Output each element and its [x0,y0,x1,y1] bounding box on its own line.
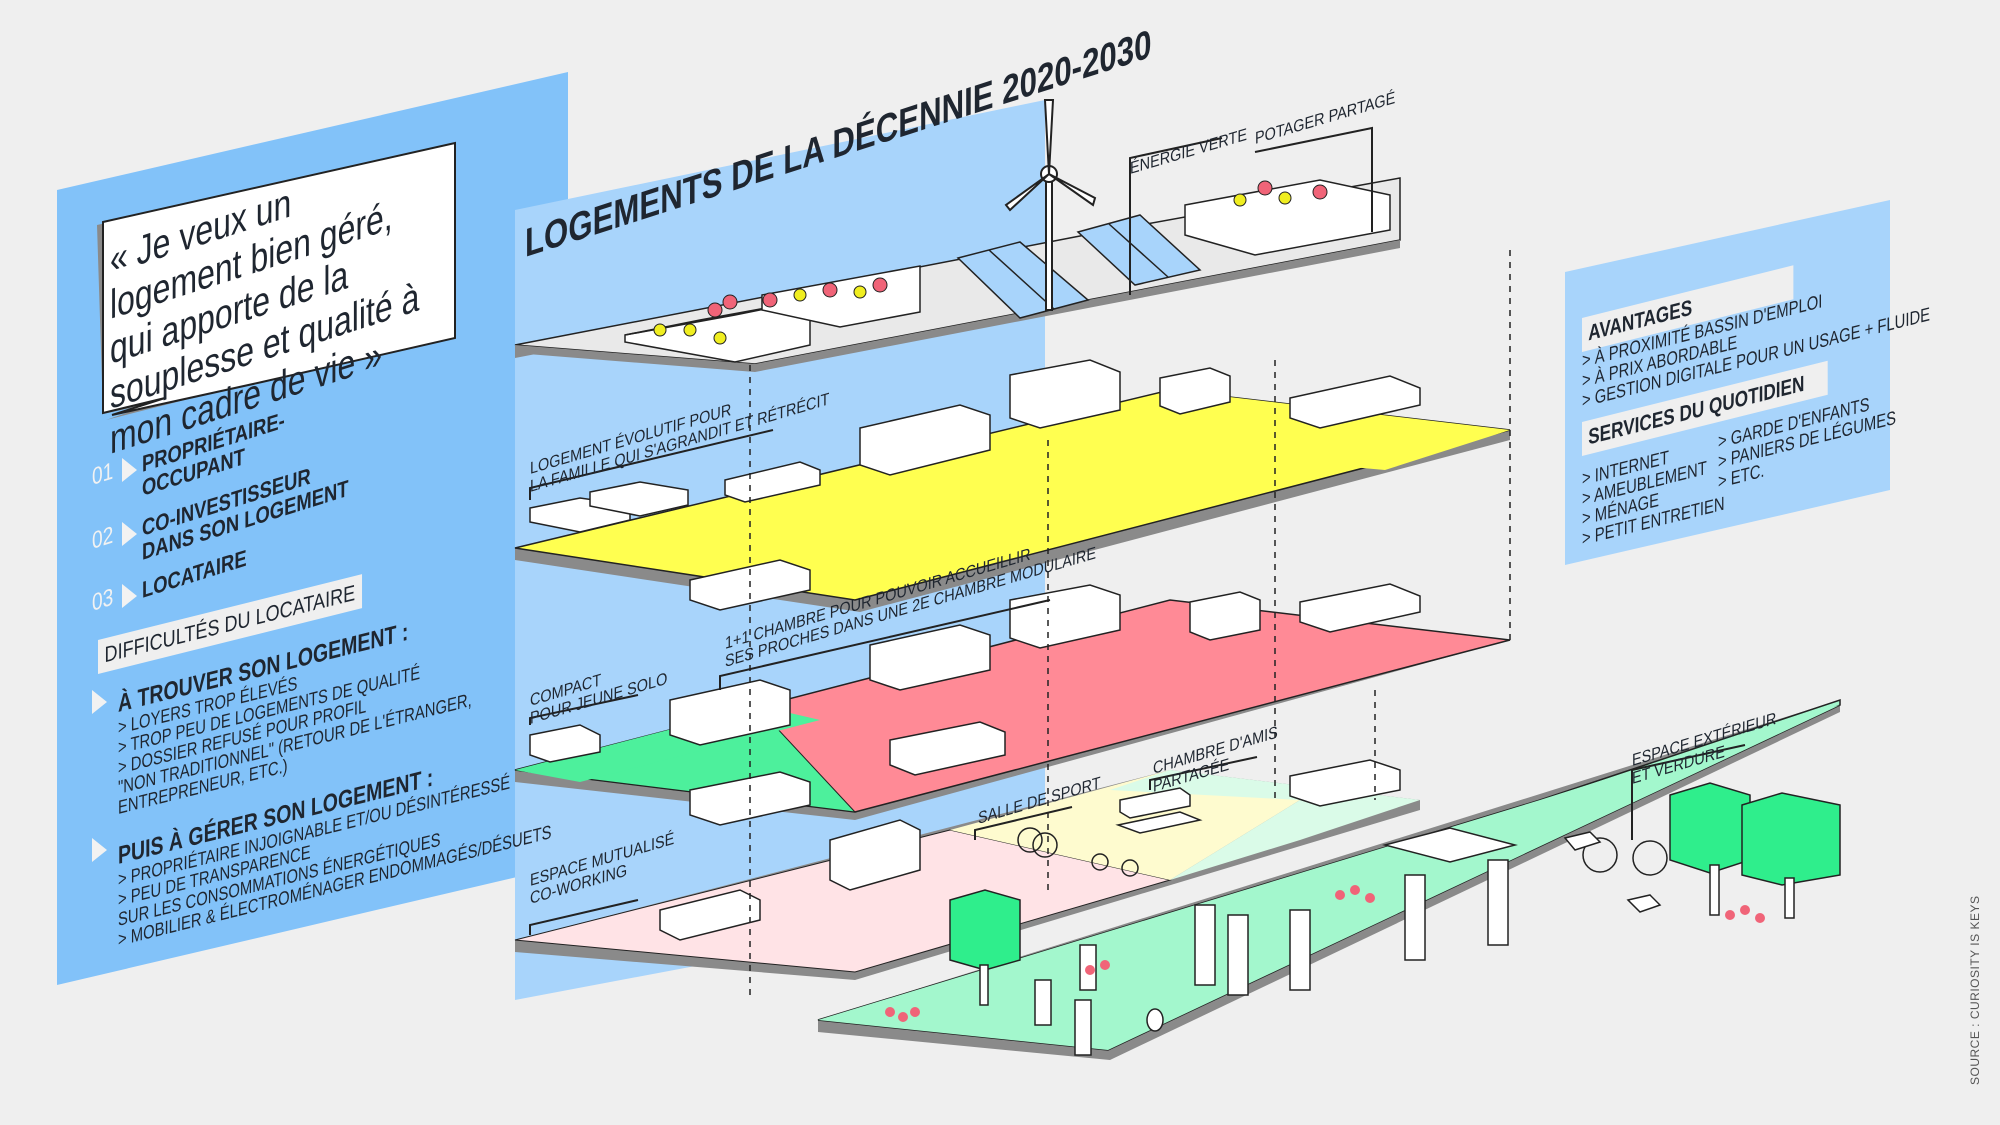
outdoor-garden [817,698,1841,1060]
triangle-bullet-icon [122,522,137,546]
source-credit: SOURCE : CURIOSITY IS KEYS [1968,895,1982,1085]
triangle-bullet-icon [122,458,137,482]
speech-bubble [97,141,456,420]
triangle-bullet-icon [92,690,107,714]
red-floor-furniture [529,583,1421,826]
flowers [653,180,1328,345]
garden-flowers [885,885,1765,1022]
floor-compact-red-green [514,599,1511,820]
dashed-guides [749,250,1511,1000]
triangle-bullet-icon [122,584,137,608]
label-leaders [529,126,1746,935]
pergola-and-bike [1382,827,1668,913]
yellow-furniture [529,359,1421,611]
trees [949,782,1841,1006]
right-panel-bg [1565,200,1890,565]
people [1034,859,1509,1056]
shared-floor-furniture [659,759,1401,941]
floor-family-yellow [514,389,1511,612]
triangle-bullet-icon [92,838,107,862]
wind-turbine [1004,99,1097,311]
solar-panels [956,214,1202,319]
